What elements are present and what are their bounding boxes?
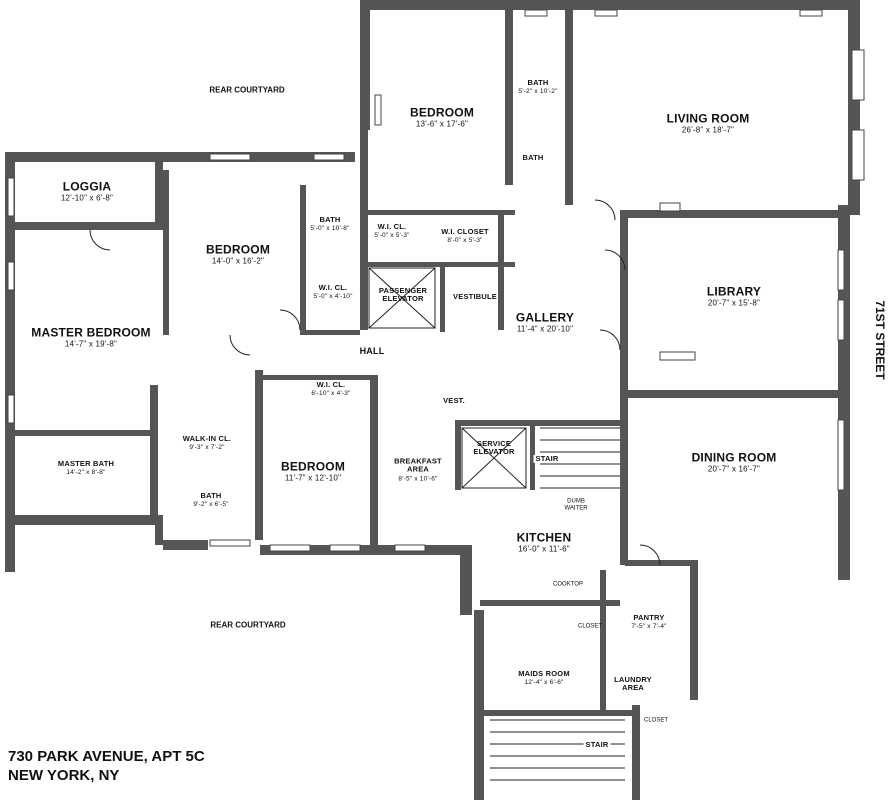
room-vestibule: VESTIBULE	[453, 291, 497, 301]
room-stair-1: STAIR	[533, 453, 561, 464]
room-service-elevator: SERVICE ELEVATOR	[473, 438, 515, 456]
address-line-1: 730 PARK AVENUE, APT 5C	[8, 748, 205, 765]
room-hall: HALL	[359, 346, 385, 357]
fixture-dumbwaiter: DUMB WAITER	[564, 498, 588, 511]
room-bath-small: BATH	[522, 152, 544, 162]
street-label: 71ST STREET	[873, 300, 887, 380]
room-vest: VEST.	[443, 395, 465, 405]
room-wic-a: W.I. CL.5'-0" x 5'-3"	[374, 221, 410, 240]
address-line-2: NEW YORK, NY	[8, 766, 120, 784]
room-walkin-closet: WALK-IN CL.9'-3" x 7'-2"	[182, 433, 232, 452]
room-stair-2: STAIR	[583, 739, 611, 750]
room-wic-c: W.I. CL.6'-10" x 4'-3"	[311, 379, 351, 398]
fixture-cooktop: COOKTOP	[553, 581, 583, 588]
courtyard-label-bottom: REAR COURTYARD	[210, 620, 286, 630]
address-block: 730 PARK AVENUE, APT 5C NEW YORK, NY	[8, 748, 205, 786]
fixture-closet-b: CLOSET	[643, 717, 669, 724]
courtyard-label-top: REAR COURTYARD	[209, 85, 285, 95]
room-wic-b: W.I. CL.5'-0" x 4'-10"	[313, 282, 353, 301]
fixture-closet-a: CLOSET	[577, 623, 603, 630]
room-laundry: LAUNDRY AREA	[614, 674, 652, 692]
room-passenger-elevator: PASSENGER ELEVATOR	[378, 285, 428, 303]
